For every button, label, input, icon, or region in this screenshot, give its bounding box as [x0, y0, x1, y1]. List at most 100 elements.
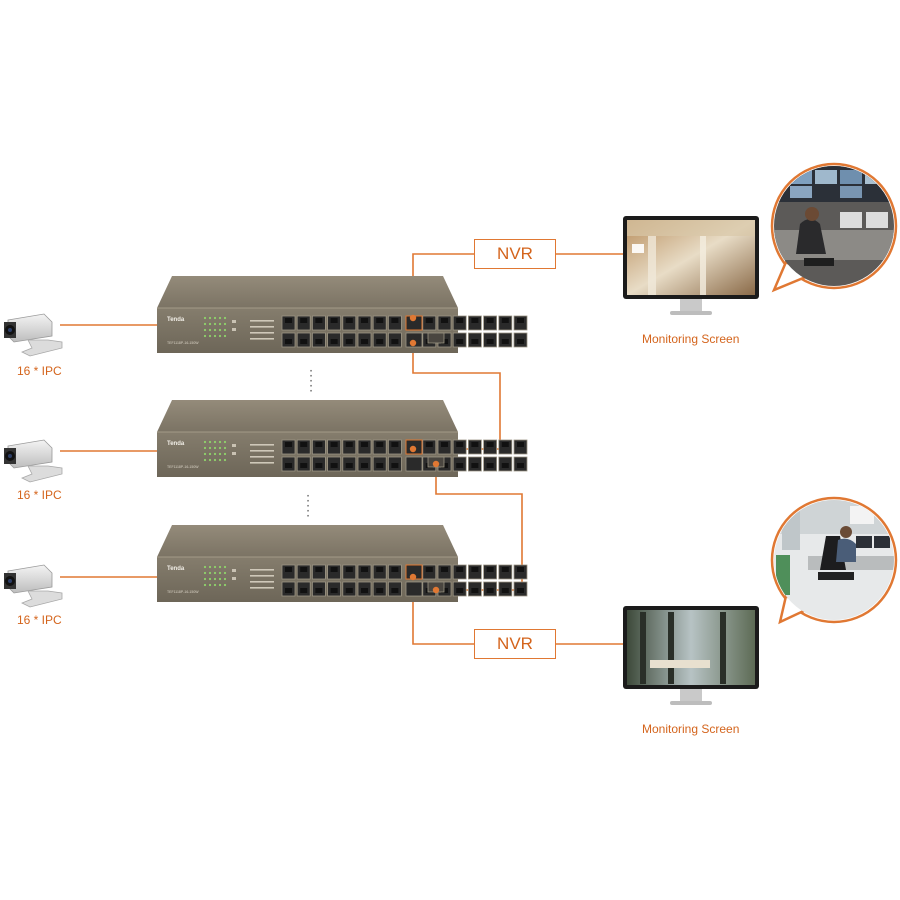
status-led: [208, 565, 212, 569]
poe-switch-icons: TendaTEF1118P-16-150WTendaTEF1118P-16-15…: [157, 276, 528, 602]
status-led: [223, 458, 227, 462]
status-led: [218, 577, 222, 581]
port-latch: [441, 339, 448, 344]
legend-text-line: [250, 456, 274, 458]
port-latch: [486, 339, 494, 344]
status-led: [223, 440, 227, 444]
status-led: [203, 565, 207, 569]
status-led: [213, 334, 217, 338]
port-latch: [285, 339, 292, 344]
status-led: [213, 328, 217, 332]
port-latch: [456, 318, 464, 323]
stack-ellipsis: ·····: [306, 489, 310, 523]
status-led: [218, 334, 222, 338]
switch3-to-nvr-bottom-link: [412, 590, 474, 645]
port-latch: [345, 463, 353, 468]
monitor-label: Monitoring Screen: [642, 332, 740, 346]
port-latch: [391, 567, 399, 572]
status-led: [213, 458, 217, 462]
status-led: [208, 316, 212, 320]
status-led: [218, 328, 222, 332]
link-endpoint: [409, 339, 417, 347]
port-latch: [486, 567, 494, 572]
operator-speech-bubble: [770, 162, 898, 293]
status-led: [213, 316, 217, 320]
port-latch: [486, 463, 494, 468]
port-latch: [517, 442, 524, 447]
status-led: [223, 316, 227, 320]
led-legend-mark: [232, 577, 236, 580]
port-latch: [300, 339, 308, 344]
status-led: [213, 322, 217, 326]
switch-model-label: TEF1118P-16-150W: [167, 465, 199, 469]
port-latch: [517, 463, 524, 468]
port-latch: [300, 567, 308, 572]
port-latch: [441, 442, 448, 447]
status-led: [208, 322, 212, 326]
status-led: [208, 571, 212, 575]
port-latch: [501, 339, 509, 344]
port-latch: [391, 318, 399, 323]
link-endpoint: [432, 460, 440, 468]
status-led: [203, 440, 207, 444]
port-latch: [517, 567, 524, 572]
status-led: [218, 446, 222, 450]
legend-text-line: [250, 450, 274, 452]
status-led: [203, 452, 207, 456]
status-led: [223, 571, 227, 575]
legend-text-line: [250, 587, 274, 589]
port-latch: [285, 588, 292, 593]
status-led: [208, 458, 212, 462]
link-endpoint: [432, 586, 440, 594]
status-led: [218, 565, 222, 569]
status-led: [218, 322, 222, 326]
uplink-port: [405, 581, 423, 597]
port-latch: [330, 463, 338, 468]
status-led: [208, 440, 212, 444]
port-latch: [501, 442, 509, 447]
status-led: [223, 334, 227, 338]
port-latch: [361, 588, 368, 593]
led-legend-mark: [232, 320, 236, 323]
status-led: [213, 577, 217, 581]
status-led: [223, 452, 227, 456]
legend-text-line: [250, 332, 274, 334]
nvr-box: NVR: [474, 239, 556, 269]
port-latch: [471, 567, 479, 572]
port-latch: [315, 318, 323, 323]
ip-camera-icon: [4, 439, 63, 483]
camera-count-label: 16 * IPC: [17, 488, 62, 502]
port-latch: [361, 463, 368, 468]
port-latch: [456, 339, 464, 344]
link-endpoint: [409, 445, 417, 453]
switch-brand-logo: Tenda: [167, 441, 185, 447]
status-led: [203, 571, 207, 575]
status-led: [218, 458, 222, 462]
port-latch: [471, 588, 479, 593]
legend-text-line: [250, 444, 274, 446]
legend-text-line: [250, 338, 274, 340]
status-led: [213, 565, 217, 569]
legend-text-line: [250, 569, 274, 571]
port-latch: [425, 318, 433, 323]
uplink-port: [405, 456, 423, 472]
port-latch: [376, 339, 384, 344]
status-led: [208, 583, 212, 587]
status-led: [208, 334, 212, 338]
port-latch: [300, 318, 308, 323]
port-latch: [441, 588, 448, 593]
status-led: [208, 446, 212, 450]
monitor-icon: [623, 606, 759, 705]
port-latch: [315, 567, 323, 572]
port-latch: [330, 339, 338, 344]
camera-count-label: 16 * IPC: [17, 613, 62, 627]
status-led: [203, 322, 207, 326]
ip-camera-icon: [4, 313, 63, 357]
port-latch: [486, 318, 494, 323]
port-latch: [300, 442, 308, 447]
status-led: [218, 452, 222, 456]
status-led: [218, 316, 222, 320]
port-latch: [501, 567, 509, 572]
port-latch: [456, 588, 464, 593]
